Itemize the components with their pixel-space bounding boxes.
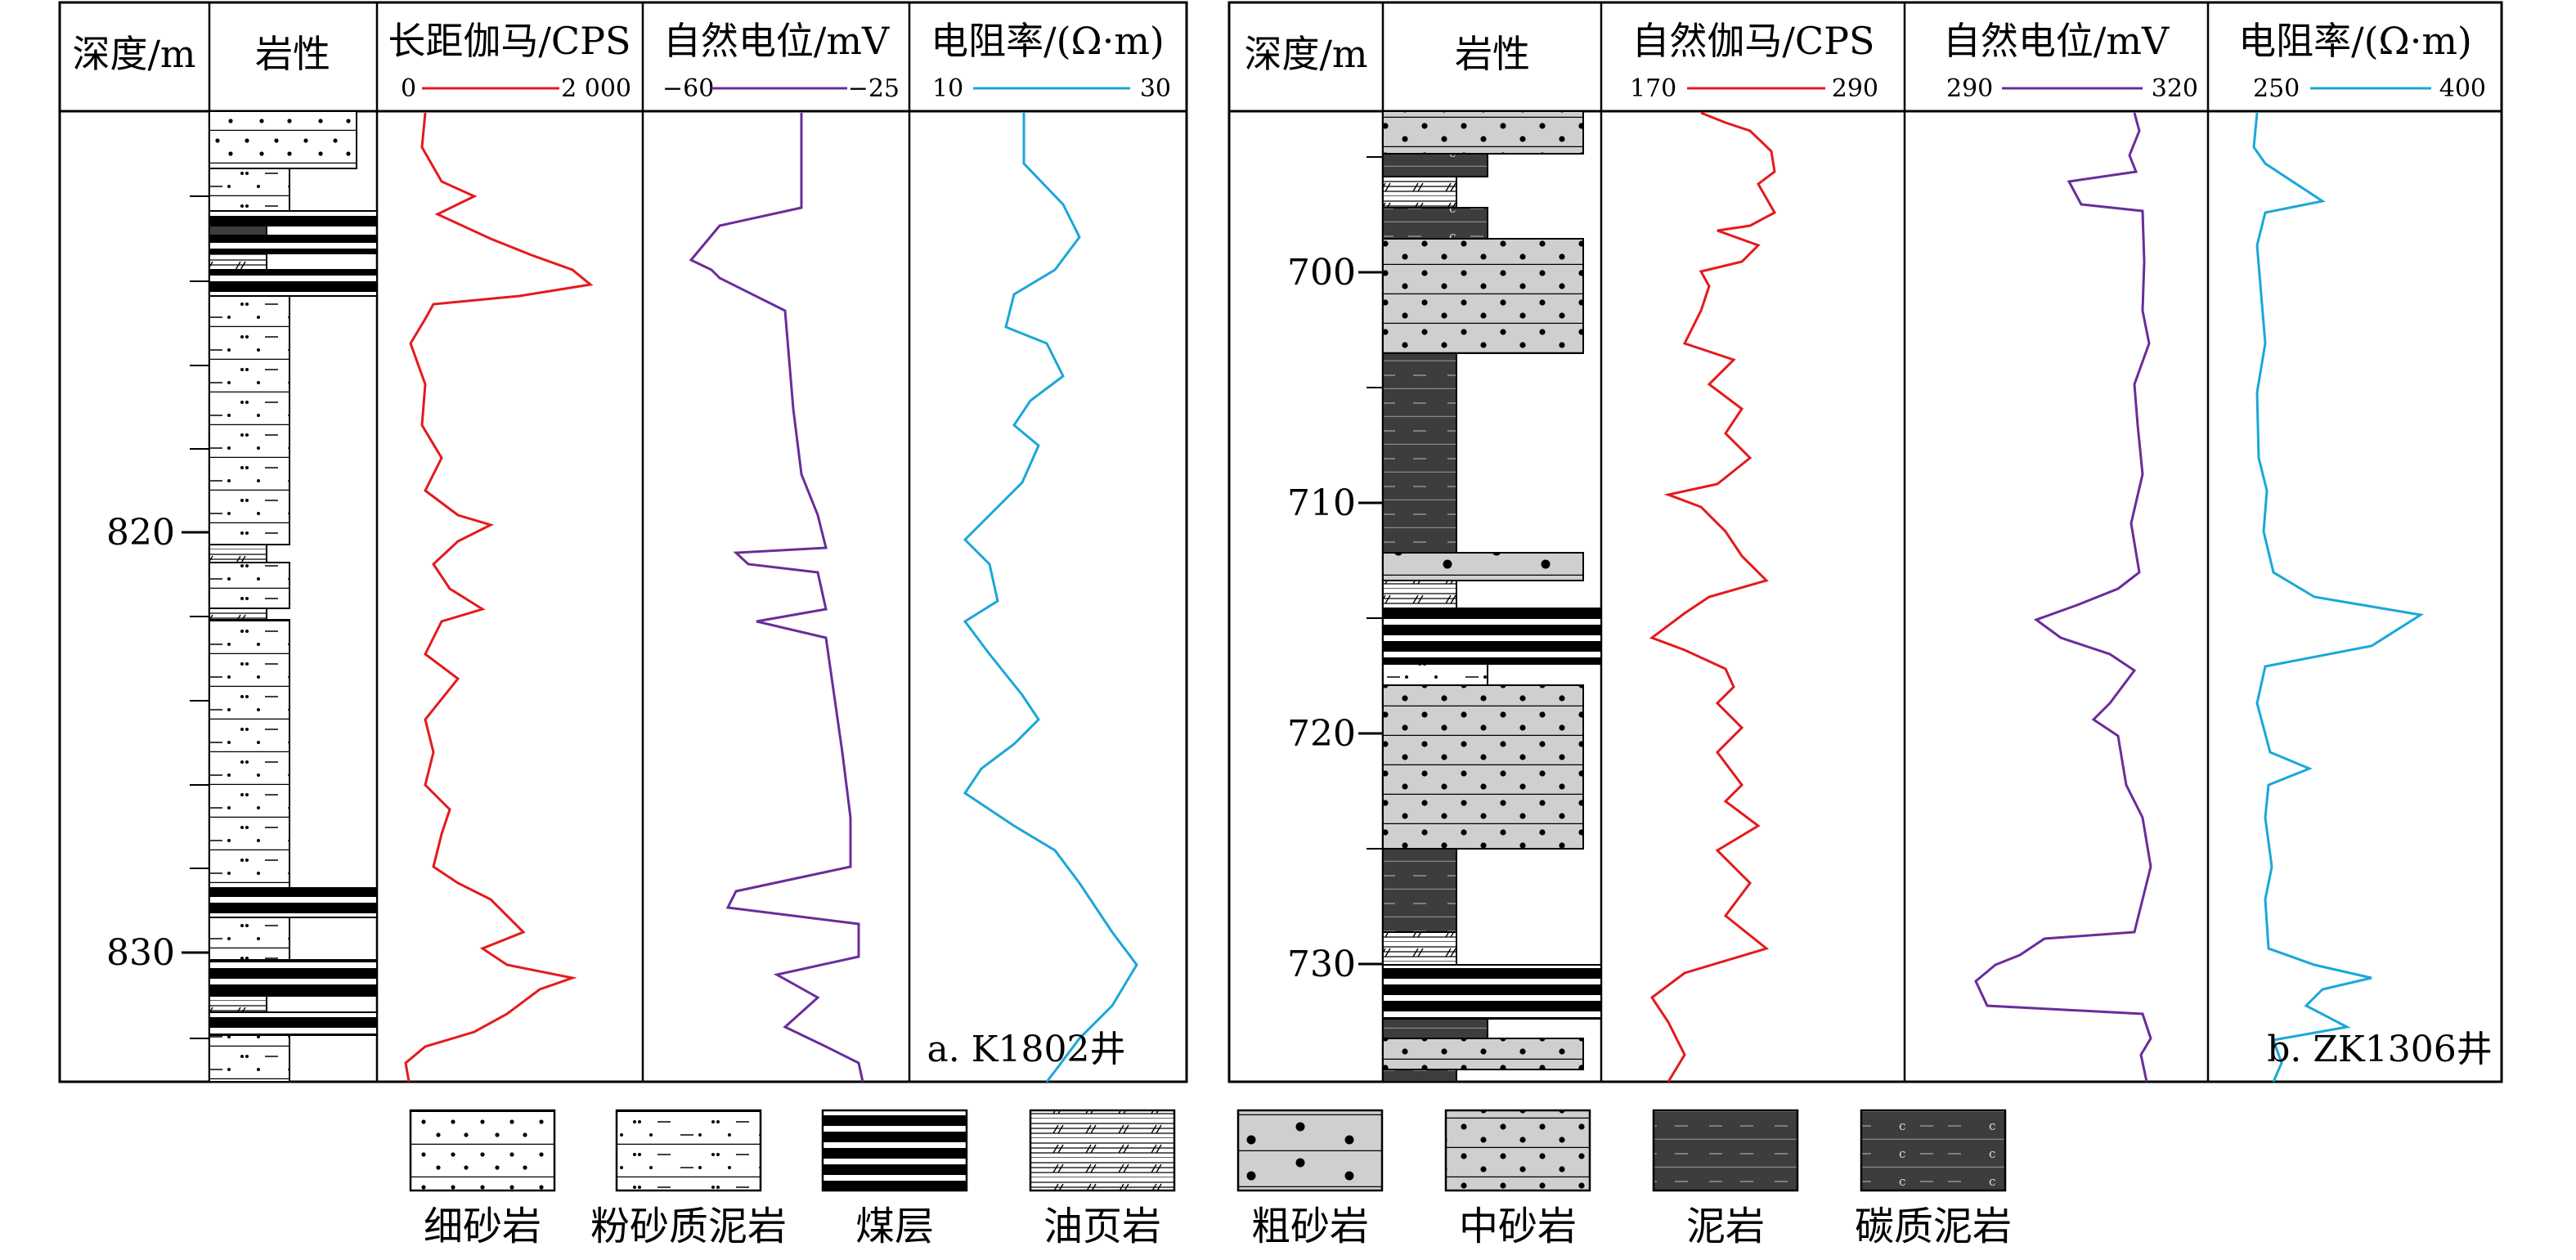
legend-label-coal: 煤层 [855, 1204, 934, 1249]
panel-a-gamma-header: 长距伽马/CPS [388, 19, 631, 63]
panel-b: 深度/m 岩性 自然伽马/CPS 自然电位/mV 电阻率/(Ω·m) 170 2… [1227, 1, 2503, 1083]
panel-b-sp-max: 320 [2152, 74, 2198, 103]
panel-a-res-max: 30 [1140, 74, 1171, 103]
legend-item-silty-mudstone: 粉砂质泥岩 [590, 1109, 787, 1249]
legend-label-mudstone: 泥岩 [1686, 1204, 1765, 1249]
legend-item-coarse-sand: 粗砂岩 [1236, 1109, 1384, 1249]
panel-a-lithology-column [209, 110, 378, 1083]
panel-b-sp-header: 自然电位/mV [1943, 19, 2170, 63]
legend-item-carbonaceous-mudstone: 碳质泥岩 [1855, 1109, 2012, 1249]
panel-b-depth-730: 730 [1287, 944, 1356, 985]
panel-b-res-max: 400 [2439, 74, 2486, 103]
panel-b-gamma-max: 290 [1832, 74, 1878, 103]
panel-b-res-min: 250 [2253, 74, 2300, 103]
legend-label-carbonaceous-mudstone: 碳质泥岩 [1855, 1204, 2012, 1249]
legend: 细砂岩 粉砂质泥岩 煤层 油页岩 粗砂岩 中砂岩 泥岩 碳质泥岩 [409, 1109, 2012, 1249]
panel-b-res-header: 电阻率/(Ω·m) [2238, 19, 2472, 63]
panel-a-label: a. K1802井 [927, 1029, 1125, 1070]
panel-a-sp-min: −60 [662, 74, 714, 103]
panel-b-sp-min: 290 [1946, 74, 1993, 103]
panel-b-depth-700: 700 [1287, 252, 1356, 294]
legend-item-coal: 煤层 [821, 1109, 968, 1249]
panel-a-res-header: 电阻率/(Ω·m) [931, 19, 1165, 63]
panel-b-sp-curve [1974, 112, 2152, 1083]
panel-a-depth-820: 820 [106, 512, 175, 554]
panel-b-res-curve [2252, 112, 2425, 1083]
panel-b-gamma-header: 自然伽马/CPS [1631, 19, 1874, 63]
legend-item-oil-shale: 油页岩 [1029, 1109, 1176, 1249]
panel-b-depth-710: 710 [1287, 482, 1356, 524]
panel-b-lithology-header: 岩性 [1455, 32, 1530, 76]
legend-item-mudstone: 泥岩 [1652, 1109, 1799, 1249]
panel-b-depth-header: 深度/m [1244, 32, 1367, 76]
panel-a-gamma-min: 0 [401, 74, 416, 103]
panel-b-frame [1227, 1, 2503, 1083]
panel-a: 深度/m 岩性 长距伽马/CPS 自然电位/mV 电阻率/(Ω·m) 0 2 0… [58, 1, 1188, 1083]
legend-label-medium-sand: 中砂岩 [1459, 1204, 1577, 1249]
legend-label-silty-mudstone: 粉砂质泥岩 [590, 1204, 787, 1249]
panel-b-gamma-curve [1649, 111, 1777, 1083]
panel-a-gamma-curve [404, 112, 594, 1083]
panel-a-frame [58, 1, 1188, 1083]
panel-a-sp-header: 自然电位/mV [663, 19, 890, 63]
legend-label-oil-shale: 油页岩 [1043, 1204, 1161, 1249]
panel-a-depth-830: 830 [106, 932, 175, 974]
panel-a-depth-header: 深度/m [72, 32, 195, 76]
panel-b-depth-720: 720 [1287, 713, 1356, 755]
panel-a-res-curve [963, 113, 1138, 1083]
legend-label-fine-sand: 细砂岩 [424, 1204, 541, 1249]
legend-item-fine-sand: 细砂岩 [409, 1109, 556, 1249]
panel-a-sp-curve [689, 113, 864, 1083]
panel-a-gamma-max: 2 000 [561, 74, 631, 103]
panel-b-label: b. ZK1306井 [2267, 1029, 2493, 1070]
panel-b-gamma-min: 170 [1630, 74, 1676, 103]
legend-label-coarse-sand: 粗砂岩 [1251, 1204, 1369, 1249]
panel-a-depth-ticks [182, 195, 209, 1039]
panel-a-res-min: 10 [932, 74, 963, 103]
legend-item-medium-sand: 中砂岩 [1444, 1109, 1591, 1249]
panel-b-depth-ticks [1358, 156, 1383, 966]
panel-b-lithology-column [1382, 110, 1602, 1083]
panel-a-lithology-header: 岩性 [255, 32, 330, 76]
panel-a-sp-max: −25 [848, 74, 900, 103]
